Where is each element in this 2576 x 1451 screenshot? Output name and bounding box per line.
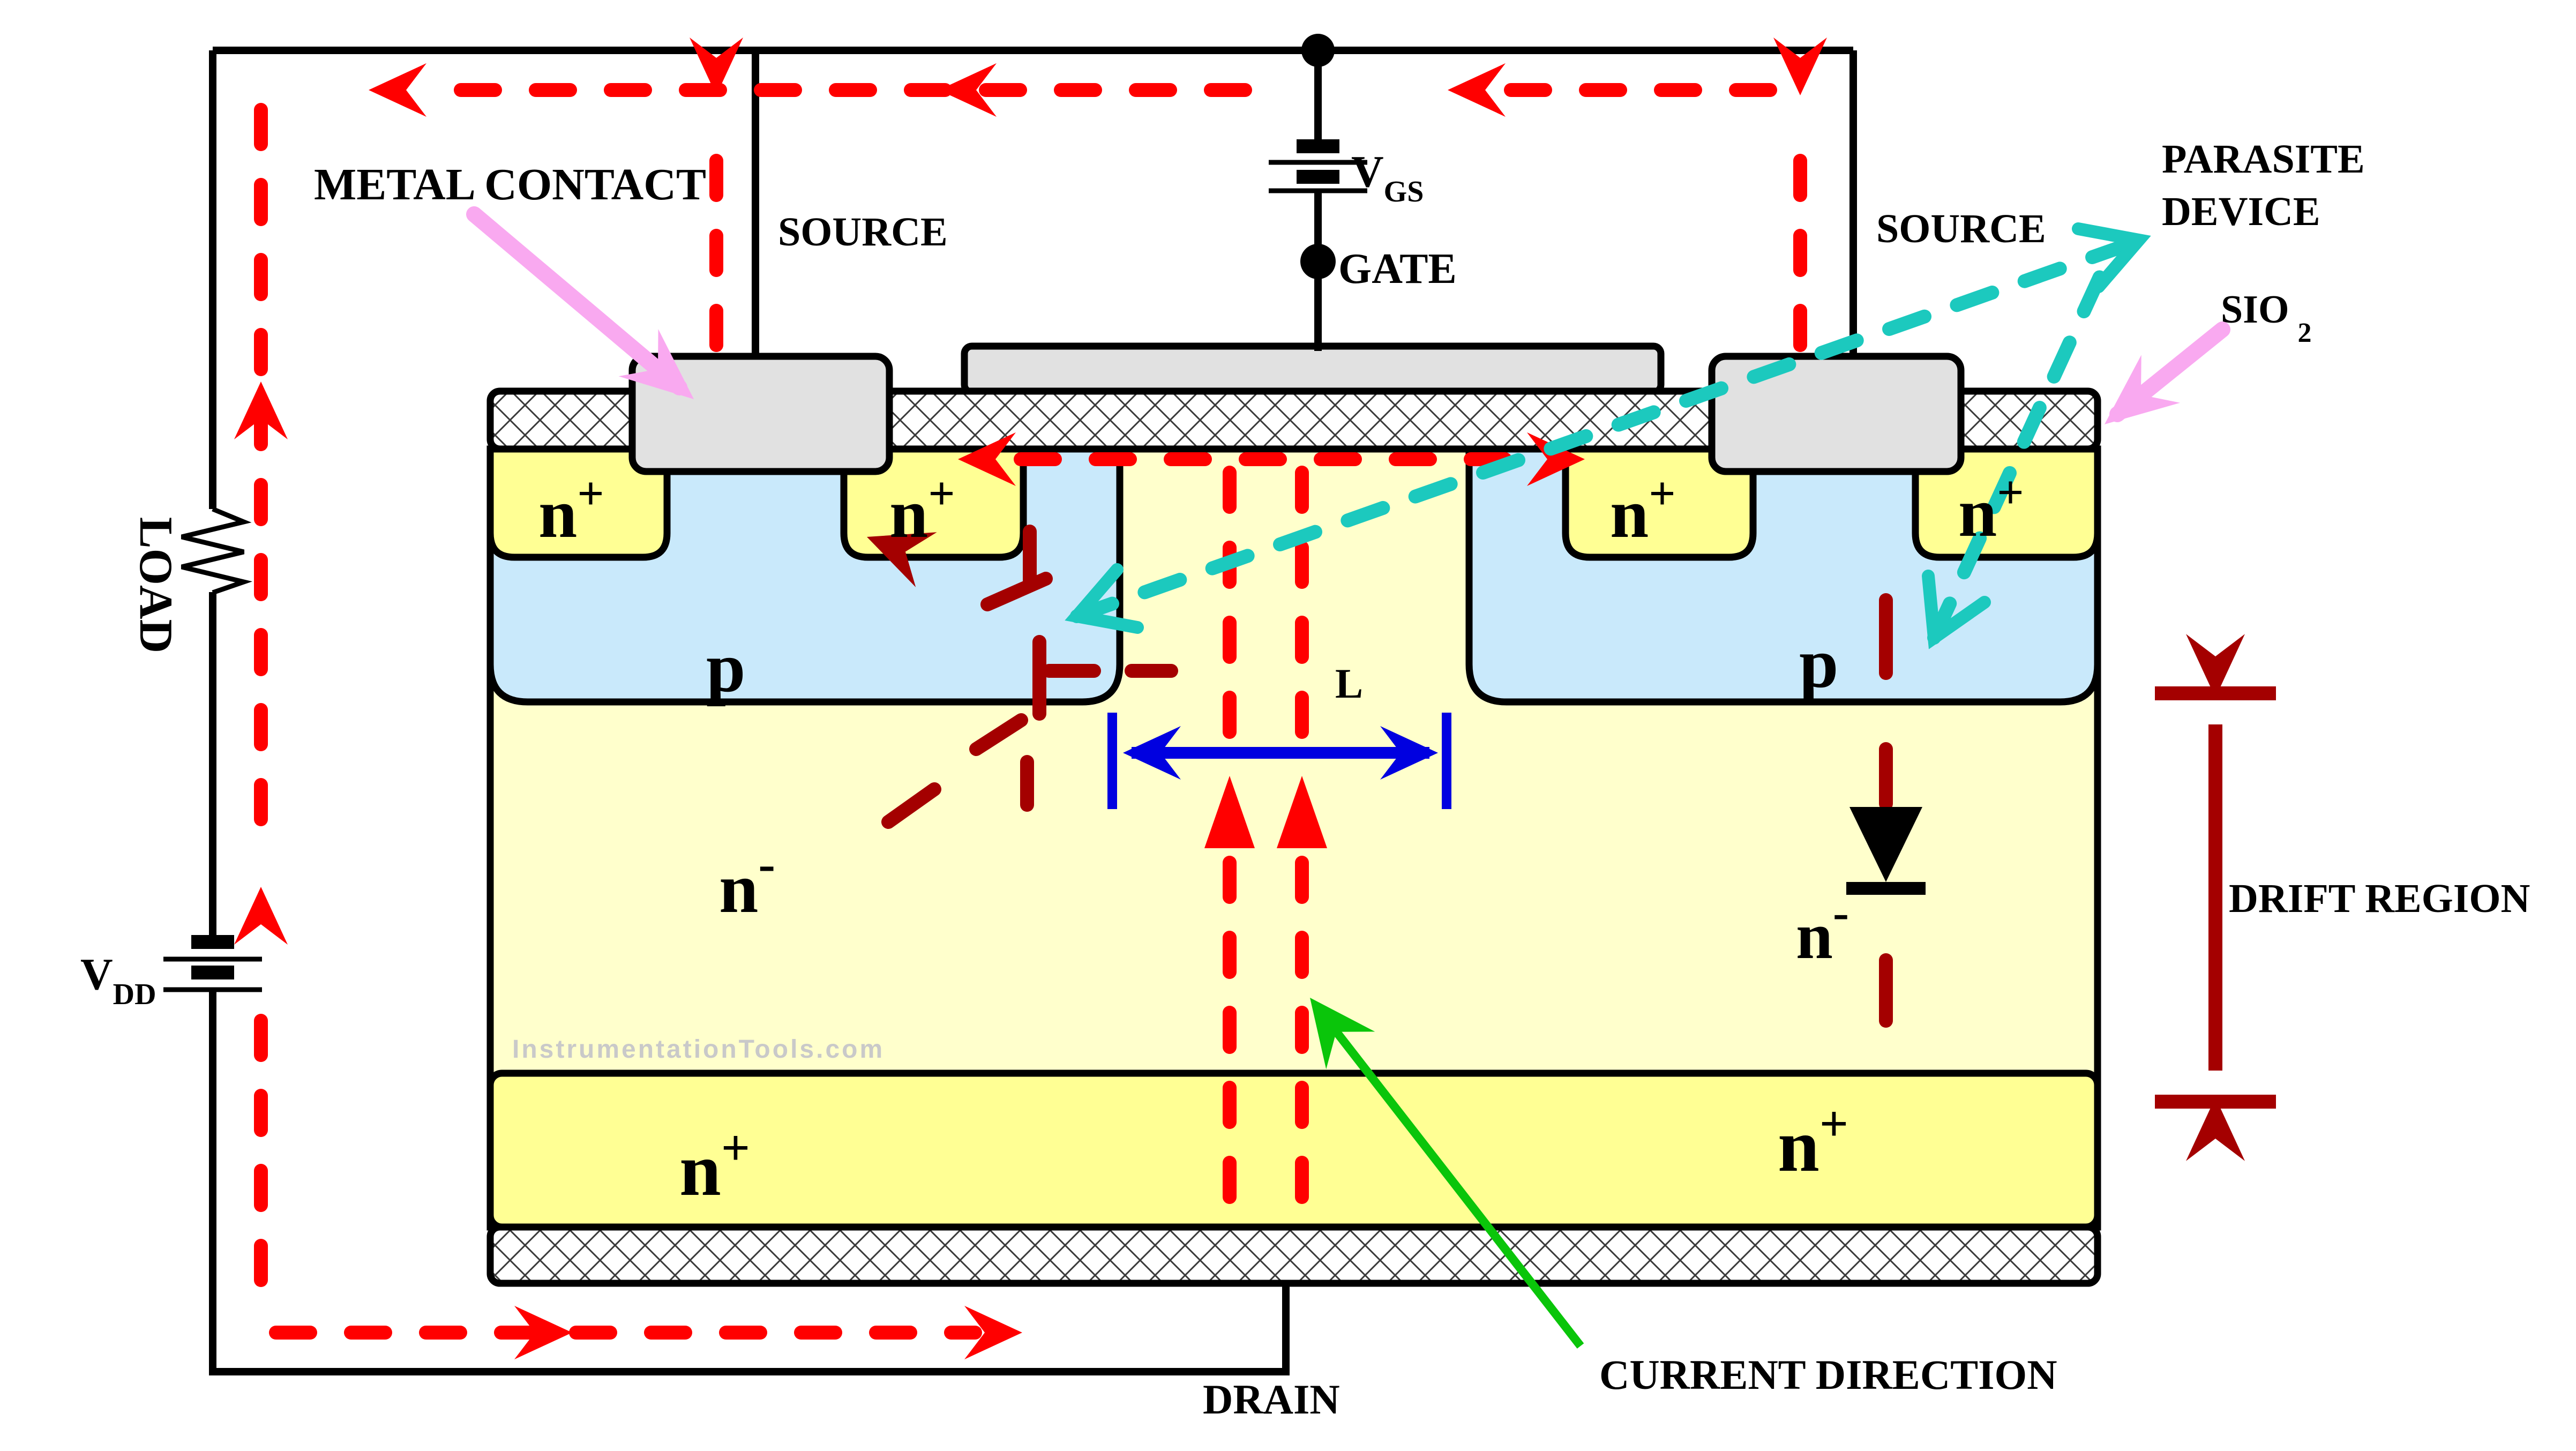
n-plus-source-left-inner bbox=[840, 445, 1027, 561]
n-plus-source-right-inner bbox=[1562, 445, 1757, 561]
arrow-left-icon bbox=[369, 63, 426, 117]
body-diode bbox=[1846, 593, 1926, 1028]
drain-metal-layer bbox=[486, 1223, 2101, 1287]
load-resistor bbox=[181, 506, 253, 595]
metal-contact-right bbox=[1708, 353, 1965, 475]
channel-length-label: L bbox=[1335, 660, 1363, 707]
current-direction-pointer bbox=[1285, 978, 1584, 1349]
cyan-pointer-diode bbox=[1927, 251, 2115, 645]
circuit-junction-dot bbox=[1301, 34, 1335, 67]
device-cross-section bbox=[486, 342, 2101, 1287]
arrow-left-icon bbox=[1448, 63, 1506, 117]
vdd-label: VDD bbox=[80, 949, 156, 1011]
channel-length-arrow bbox=[1107, 713, 1451, 809]
metal-contact-left bbox=[628, 353, 893, 475]
parasitic-bjt-path bbox=[881, 525, 1178, 829]
vgs-battery-short-plates bbox=[1297, 139, 1339, 184]
circuit-wiring bbox=[181, 47, 1857, 1375]
n-minus-label-left: n- bbox=[719, 835, 775, 928]
left-and-bottom-wire bbox=[209, 50, 1290, 1375]
current-direction-label: CURRENT DIRECTION bbox=[1599, 1351, 2057, 1398]
metal-contact-label: METAL CONTACT bbox=[314, 160, 706, 210]
source-left-label: SOURCE bbox=[778, 210, 948, 255]
gate-label: GATE bbox=[1338, 245, 1457, 293]
n-plus-label-right-inner: n+ bbox=[1610, 468, 1675, 552]
cyan-pointer-bjt bbox=[1070, 234, 2145, 623]
diode-icon bbox=[1849, 807, 1922, 882]
p-label-right: p bbox=[1799, 624, 1838, 702]
drain-label: DRAIN bbox=[1203, 1376, 1340, 1423]
drift-region-label: DRIFT REGION bbox=[2229, 876, 2530, 921]
vdd-battery-long-plates bbox=[163, 956, 262, 992]
vgs-battery bbox=[1269, 139, 1367, 193]
vgs-battery-long-plates bbox=[1269, 160, 1367, 193]
n-plus-source-left-outer bbox=[486, 445, 671, 561]
cyan-arrowhead-icon bbox=[1922, 570, 1991, 649]
cyan-arrowhead-icon bbox=[1065, 563, 1144, 634]
arrow-up-icon bbox=[1773, 38, 1827, 95]
vdd-battery bbox=[163, 935, 262, 992]
arrow-down-icon bbox=[234, 887, 288, 945]
pink-pointer-metal-contact bbox=[466, 206, 687, 395]
p-label-left: p bbox=[706, 628, 745, 707]
n-plus-substrate-label-left: n+ bbox=[679, 1119, 750, 1211]
gate-electrode bbox=[961, 342, 1665, 396]
n-plus-label-right-outer: n+ bbox=[1958, 467, 2024, 551]
n-plus-label-left-outer: n+ bbox=[538, 468, 604, 552]
parasite-device-label-line1: PARASITE bbox=[2162, 137, 2365, 182]
n-plus-source-right-outer bbox=[1912, 445, 2101, 561]
label-pointers bbox=[466, 206, 2230, 448]
gate-terminal-dot bbox=[1300, 244, 1336, 279]
n-plus-label-left-inner: n+ bbox=[889, 468, 955, 552]
source-right-label: SOURCE bbox=[1876, 206, 2046, 251]
n-minus-label-right: n- bbox=[1796, 886, 1849, 973]
watermark: InstrumentationTools.com bbox=[512, 1035, 885, 1064]
parasite-pointers bbox=[1065, 222, 2151, 649]
drift-region-arrow bbox=[2155, 634, 2276, 1161]
current-path-dashed bbox=[254, 83, 1807, 1340]
parasite-device-label-line2: DEVICE bbox=[2162, 189, 2320, 234]
vgs-label: VGS bbox=[1351, 147, 1424, 208]
n-plus-substrate-label-right: n+ bbox=[1778, 1095, 1848, 1187]
vdd-battery-short-plates bbox=[191, 935, 234, 979]
load-label: LOAD bbox=[130, 517, 182, 653]
sio2-label: SIO2 bbox=[2221, 288, 2312, 348]
cyan-arrowhead-icon bbox=[2072, 222, 2151, 293]
